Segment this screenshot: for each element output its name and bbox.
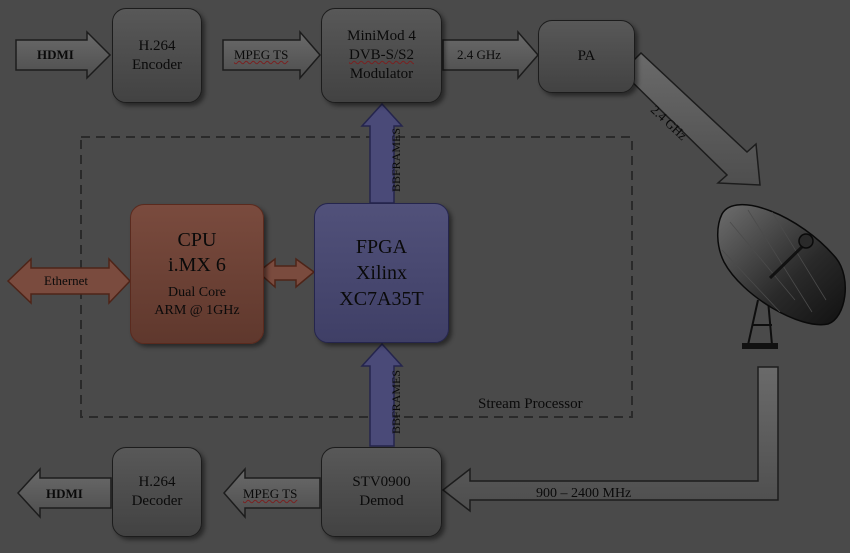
h264-decoder-block: H.264 Decoder [112, 447, 202, 537]
hdmi-output-label: HDMI [46, 486, 83, 501]
hdmi-input-label: HDMI [37, 47, 74, 62]
fpga-line-2: Xilinx [355, 262, 408, 284]
antenna-feed-arrow [620, 51, 761, 186]
rf-tx-label: 2.4 GHz [457, 47, 502, 62]
modulator-block: MiniMod 4 DVB-S/S2 Modulator [321, 8, 442, 103]
cpu-cores: Dual Core [168, 285, 226, 300]
modulator-line-3: Modulator [349, 66, 414, 82]
demod-line-2: Demod [359, 493, 404, 509]
fpga-line-3: XC7A35T [339, 288, 424, 310]
cpu-block: CPU i.MX 6 Dual Core ARM @ 1GHz [130, 204, 264, 344]
demod-line-1: STV0900 [352, 474, 411, 490]
rf-rx-arrow [441, 366, 779, 513]
rf-tx-arrow [442, 29, 539, 81]
pa-label: PA [577, 48, 596, 64]
stream-processor-label: Stream Processor [478, 396, 583, 412]
satellite-dish-icon [717, 204, 847, 349]
modulator-line-1: MiniMod 4 [347, 28, 416, 44]
fpga-block: FPGA Xilinx XC7A35T [314, 203, 449, 343]
hdmi-input-arrow [15, 30, 112, 80]
cpu-title: CPU [177, 229, 217, 251]
ethernet-label: Ethernet [44, 273, 89, 288]
demodulator-block: STV0900 Demod [321, 447, 442, 537]
modulator-line-2: DVB-S/S2 [348, 47, 415, 63]
decoder-line-1: H.264 [138, 474, 176, 490]
rf-rx-label: 900 – 2400 MHz [536, 486, 632, 501]
encoder-line-1: H.264 [138, 37, 176, 54]
mpeg-ts-rx-arrow [223, 467, 321, 519]
mpeg-ts-rx-label: MPEG TS [243, 486, 298, 501]
cpu-fpga-link-arrow [256, 257, 316, 289]
hdmi-output-arrow [16, 467, 112, 519]
decoder-line-2: Decoder [131, 493, 183, 509]
bbframes-rx-arrow [360, 342, 404, 447]
mpeg-ts-tx-arrow [222, 29, 321, 81]
encoder-line-2: Encoder [132, 56, 182, 73]
cpu-clock: ARM @ 1GHz [154, 303, 240, 318]
h264-encoder-block: H.264 Encoder [112, 8, 202, 103]
bbframes-tx-label: BBFRAMES [389, 127, 403, 192]
power-amplifier-block: PA [538, 20, 635, 93]
fpga-line-1: FPGA [355, 236, 408, 258]
cpu-model: i.MX 6 [168, 254, 226, 276]
bbframes-rx-label: BBFRAMES [389, 369, 403, 434]
bbframes-tx-arrow [360, 102, 404, 204]
mpeg-ts-tx-label: MPEG TS [234, 47, 289, 62]
